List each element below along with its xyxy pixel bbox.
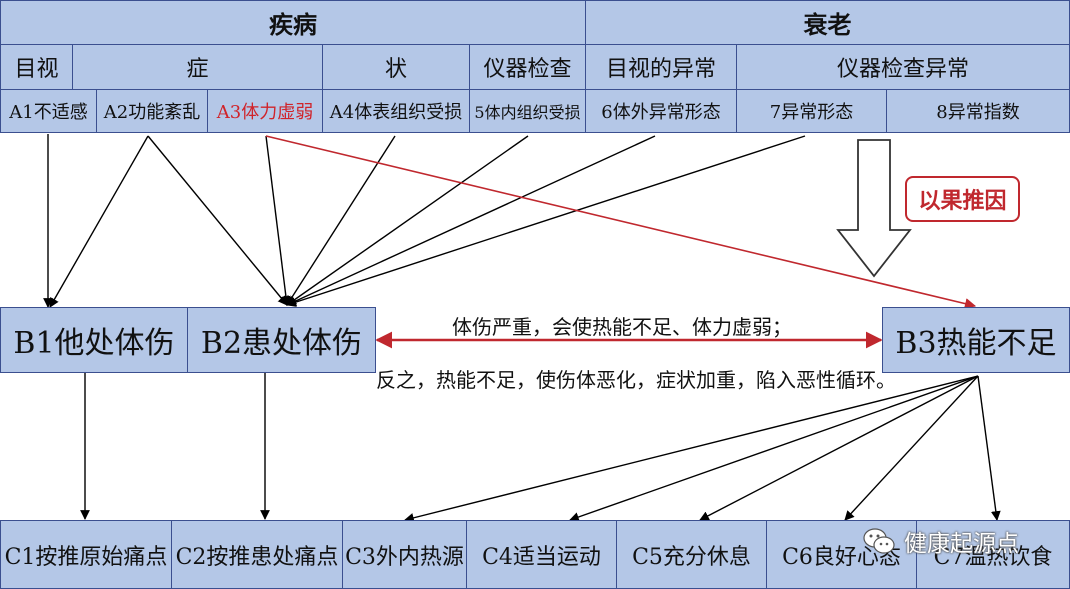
arrow-a7-b2 xyxy=(286,135,806,307)
a-item-3: A3体力虚弱 xyxy=(207,89,323,133)
c-item-5: C5充分休息 xyxy=(616,520,767,589)
arrow-a4-b2 xyxy=(286,135,396,306)
c-item-2: C2按推患处痛点 xyxy=(171,520,343,589)
big-down-arrow-icon xyxy=(836,139,912,278)
a-item-4: A4体表组织受损 xyxy=(322,89,470,133)
c-item-6: C6良好心态 xyxy=(766,520,917,589)
wechat-icon xyxy=(863,528,895,554)
arrow-b3-c4 xyxy=(569,375,979,522)
header-disease: 疾病 xyxy=(0,0,586,45)
a-item-7: 7异常形态 xyxy=(736,89,887,133)
watermark-text: 健康起源点 xyxy=(904,531,1019,557)
arrow-a3-b3 xyxy=(265,135,977,310)
b-item-3: B3热能不足 xyxy=(882,307,1070,373)
arrow-b3-c5 xyxy=(699,375,979,521)
arrow-a2-b2 xyxy=(147,135,288,306)
a-item-6: 6体外异常形态 xyxy=(585,89,737,133)
arrow-a5-b2 xyxy=(286,135,529,306)
a-item-1: A1不适感 xyxy=(0,89,97,133)
arrow-a2-b1 xyxy=(49,135,149,308)
arrow-a3-b2 xyxy=(265,135,291,306)
arrow-b3-c6 xyxy=(844,375,979,521)
middle-text-line1: 体伤严重，会使热能不足、体力虚弱； xyxy=(452,315,792,339)
b-item-1: B1他处体伤 xyxy=(0,307,188,373)
c-item-4: C4适当运动 xyxy=(466,520,617,589)
a-item-2: A2功能紊乱 xyxy=(96,89,208,133)
c-item-7: C7温热饮食 xyxy=(916,520,1070,589)
arrow-b3-c7 xyxy=(977,375,1001,521)
middle-text-line2: 反之，热能不足，使伤体恶化，症状加重，陷入恶性循环。 xyxy=(376,368,896,392)
arrow-b3-c3 xyxy=(404,375,979,523)
header-symptom-b: 状 xyxy=(322,44,470,90)
header-instrument-abnormal: 仪器检查异常 xyxy=(736,44,1070,90)
arrow-a6-b2 xyxy=(286,135,656,306)
infer-cause-tag: 以果推因 xyxy=(905,176,1020,222)
a-item-8: 8异常指数 xyxy=(886,89,1070,133)
header-visual: 目视 xyxy=(0,44,73,90)
c-item-1: C1按推原始痛点 xyxy=(0,520,172,589)
b-item-2: B2患处体伤 xyxy=(187,307,376,373)
c-item-3: C3外内热源 xyxy=(342,520,467,589)
header-symptom-a: 症 xyxy=(72,44,323,90)
watermark: 健康起源点 xyxy=(862,524,1019,558)
